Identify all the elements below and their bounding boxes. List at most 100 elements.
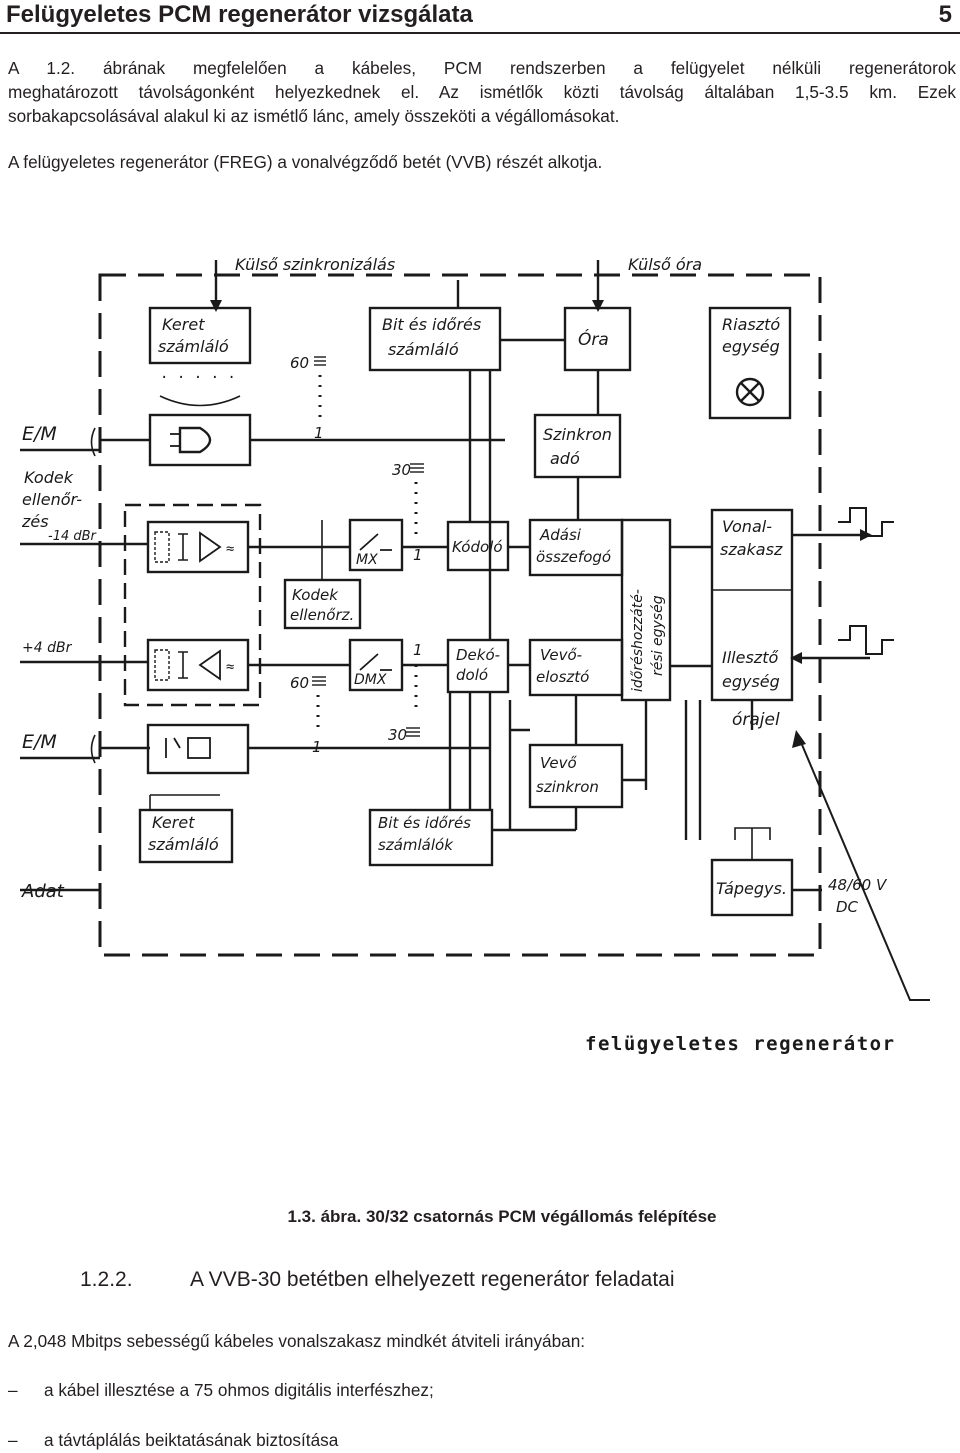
dc-l1: 48/60 V — [828, 876, 888, 894]
line-section-l1: Vonal- — [722, 517, 772, 536]
sync-gen-l1: Szinkron — [543, 425, 612, 444]
clock-label: Óra — [578, 328, 609, 350]
ext-clock-label: Külső óra — [628, 255, 702, 274]
timeslot-l2: rési egység — [650, 595, 666, 676]
arrow-icon — [592, 300, 604, 312]
data-label: Adat — [21, 881, 65, 902]
bullet-dash: – — [8, 1380, 18, 1400]
caption-text: 30/32 csatornás PCM végállomás felépítés… — [365, 1207, 717, 1226]
lamp-icon — [735, 377, 765, 407]
arrow-icon — [860, 529, 872, 541]
level-minus14: -14 dBr — [48, 529, 98, 544]
num-1-dmx: 1 — [413, 641, 423, 659]
codec-box-l1: Kodek — [292, 586, 339, 604]
filter-icon — [154, 649, 170, 681]
matching-l2: egység — [722, 672, 780, 691]
inner-dashed-box — [123, 503, 262, 707]
rx-splitter-l1: Vevő- — [540, 646, 582, 664]
alarm-l1: Riasztó — [722, 315, 780, 334]
relay-contact — [173, 737, 181, 749]
pulse-wave-icon — [838, 625, 894, 655]
power-label: Tápegys. — [716, 879, 787, 898]
section-number: 1.2.2. — [80, 1268, 133, 1291]
amplifier-icon — [198, 649, 221, 681]
alarm-l2: egység — [722, 337, 780, 356]
bullet-dash: – — [8, 1430, 18, 1450]
frame-bottom-l1: Keret — [152, 813, 195, 832]
and-gate-icon — [178, 426, 212, 454]
caption-label: 1.3. ábra. — [287, 1207, 362, 1226]
frame-bottom-l2: számláló — [148, 835, 219, 854]
filter-icon — [154, 531, 170, 563]
codec-left-l3: zés — [21, 512, 49, 531]
rx-sync-l1: Vevő — [540, 754, 577, 772]
em-top-label: E/M — [22, 423, 57, 445]
decoder-l1: Dekó- — [456, 646, 500, 664]
rx-sync-l2: szinkron — [536, 778, 599, 796]
codec-box-l2: ellenőrz. — [290, 606, 354, 624]
num-30-bottom: 30 — [388, 726, 407, 744]
freg-label: felügyeletes regenerátor — [585, 1033, 896, 1055]
amplifier-icon — [199, 531, 222, 563]
num-60-bottom: 60 — [290, 674, 309, 692]
bullet-text: a kábel illesztése a 75 ohmos digitális … — [44, 1380, 434, 1400]
intro-line-1: A 1.2. ábrának megfelelően a kábeles, PC… — [8, 58, 956, 78]
clock-signal-label: órajel — [732, 710, 780, 730]
coder-label: Kódoló — [452, 538, 503, 556]
approx-icon: ≈ — [226, 659, 234, 675]
dots-text: . . . . . — [160, 366, 236, 382]
num-30-top: 30 — [392, 461, 411, 479]
matching-l1: Illesztő — [722, 648, 778, 667]
num-1-top: 1 — [314, 424, 324, 442]
frame-counter-bottom-box — [138, 808, 234, 864]
and-gate-box — [148, 413, 252, 467]
mx-label: MX — [356, 552, 378, 568]
page-header: Felügyeletes PCM regenerátor vizsgálata … — [0, 0, 960, 34]
brace-icon — [159, 395, 241, 407]
freg-arrow-line — [799, 739, 930, 1001]
brace-small — [90, 734, 96, 764]
intro-line-3: sorbakapcsolásával alakul ki az ismétlő … — [8, 106, 620, 126]
lamp-cross — [740, 382, 760, 402]
arrow-icon — [790, 652, 802, 664]
decoder-l2: doló — [456, 666, 488, 684]
bit-bottom-l2: számlálók — [378, 836, 454, 854]
block-diagram: Külső szinkronizálás Külső óra Keret szá… — [20, 255, 930, 1055]
body-paragraph: A 2,048 Mbitps sebességű kábeles vonalsz… — [8, 1331, 586, 1351]
bit-counter-top-l1: Bit és időrés — [382, 315, 481, 334]
timeslot-l1: időréshozzáté- — [630, 589, 646, 692]
arrow-icon — [792, 730, 806, 748]
intro-paragraph: A 1.2. ábrának megfelelően a kábeles, PC… — [8, 56, 956, 128]
relay-box — [146, 723, 250, 775]
frame-counter-top-l2: számláló — [158, 337, 229, 356]
document-title: Felügyeletes PCM regenerátor vizsgálata — [6, 1, 473, 28]
alarm-unit-box — [708, 306, 792, 420]
switch-icon — [359, 533, 392, 551]
intro-line-2: meghatározott távolságonként helyezkedne… — [8, 82, 956, 102]
rx-splitter-l2: elosztó — [536, 668, 589, 686]
sync-gen-l2: adó — [550, 449, 580, 468]
bullet-text: a távtáplálás beiktatásának biztosítása — [44, 1430, 339, 1450]
arrow-icon — [210, 300, 222, 312]
mx-box — [348, 518, 404, 572]
dmx-label: DMX — [354, 672, 387, 688]
bit-bottom-l1: Bit és időrés — [378, 814, 471, 832]
dc-l2: DC — [836, 898, 859, 916]
brace-small — [90, 427, 96, 457]
bit-time-counters-bottom-box — [368, 808, 494, 867]
page-number: 5 — [938, 1, 952, 28]
switch-icon — [359, 653, 392, 671]
tx-combiner-l1: Adási — [539, 526, 582, 544]
em-bottom-label: E/M — [22, 731, 57, 753]
level-plus4: +4 dBr — [22, 640, 73, 656]
num-1-mid: 1 — [413, 546, 423, 564]
freg-paragraph: A felügyeletes regenerátor (FREG) a vona… — [8, 152, 603, 172]
figure-caption: 1.3. ábra. 30/32 csatornás PCM végállomá… — [0, 1207, 960, 1227]
frame-counter-top-box — [148, 306, 252, 365]
pulse-wave-icon — [838, 507, 894, 537]
relay-icon — [187, 737, 211, 759]
ext-sync-label: Külső szinkronizálás — [235, 255, 395, 274]
block-diagram-figure: Külső szinkronizálás Külső óra Keret szá… — [0, 200, 960, 1100]
bit-counter-top-l2: számláló — [388, 340, 459, 359]
tx-combiner-l2: összefogó — [536, 548, 611, 566]
